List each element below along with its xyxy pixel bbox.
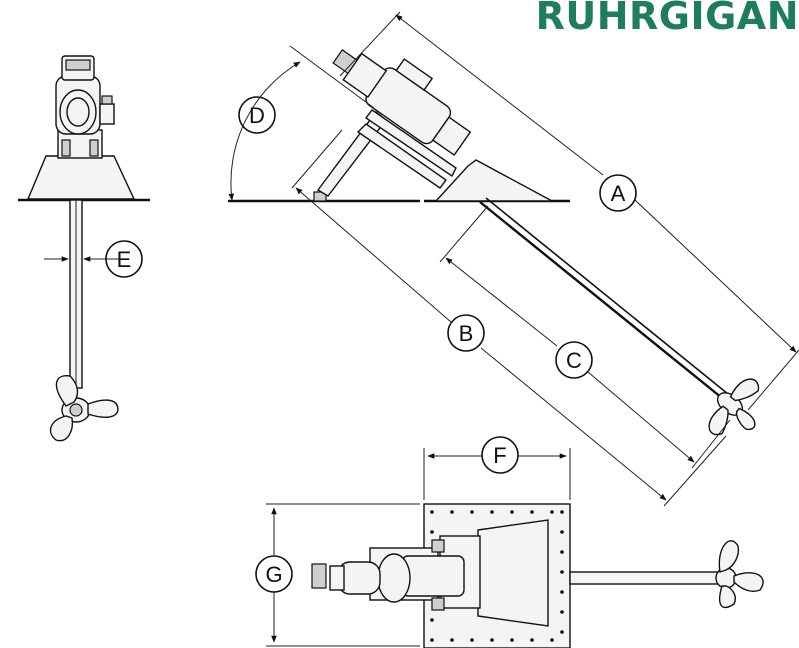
dimension-g-label: G xyxy=(265,562,282,587)
dimension-d-label: D xyxy=(249,103,265,128)
dimension-c-label: C xyxy=(566,348,582,373)
top-view xyxy=(255,436,764,648)
side-view xyxy=(228,11,799,507)
brand-logo-text: RUHRGIGAN xyxy=(535,0,799,38)
dimension-a-label: A xyxy=(611,181,626,206)
dimension-e-label: E xyxy=(117,247,132,272)
front-view xyxy=(18,55,150,442)
dimension-f-label: F xyxy=(493,443,506,468)
dimension-b-label: B xyxy=(459,321,474,346)
